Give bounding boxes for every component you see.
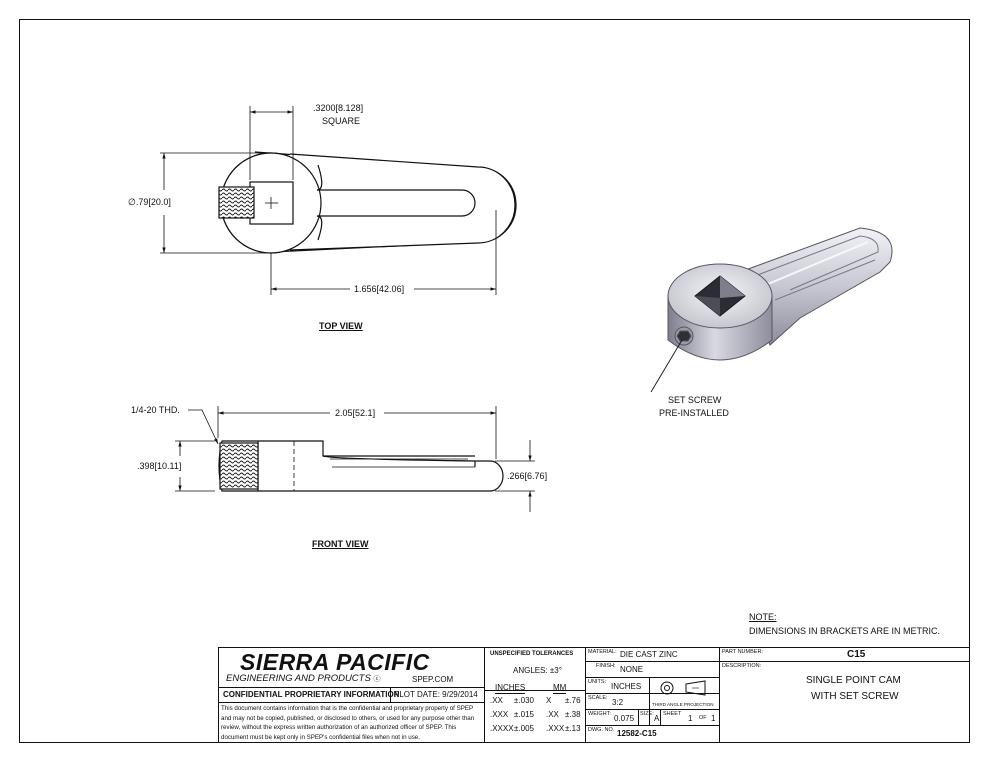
material-label: MATERIAL: [588, 649, 617, 655]
arm-height-dim-label: .266[6.76] [507, 471, 548, 481]
angles-tolerance: ANGLES: ±3° [513, 666, 562, 675]
part-number-label: PART NUMBER: [722, 649, 763, 655]
size-label: SIZE: [640, 711, 654, 717]
description-line-1: SINGLE POINT CAM [806, 675, 901, 686]
description-line-2: WITH SET SCREW [811, 691, 899, 702]
tolerance-cell-mm-tol: ±.13 [565, 724, 581, 733]
sheet-total-value: 1 [711, 714, 716, 723]
projection-label: THIRD ANGLE PROJECTION [652, 702, 714, 707]
tolerance-cell-mm-fmt: .XX [546, 710, 559, 719]
tolerance-cell-mm-fmt: X [546, 696, 552, 705]
company-website: SPEP.COM [412, 675, 454, 684]
company-subtitle: ENGINEERING AND PRODUCTS ⓒ [226, 673, 381, 684]
description-label: DESCRIPTION: [722, 663, 762, 669]
confidential-text: This document contains information that … [221, 705, 475, 741]
tolerance-cell-in-fmt: .XX [490, 696, 503, 705]
set-screw-leader [650, 339, 683, 393]
scale-value: 3:2 [612, 698, 624, 707]
front-view-outline [218, 440, 504, 492]
finish-value: NONE [620, 665, 644, 674]
dwg-no-value: 12582-C15 [617, 729, 657, 738]
diameter-dim-label: ∅.79[20.0] [128, 197, 171, 207]
weight-value: 0.075 [614, 714, 635, 723]
tolerances-title: UNSPECIFIED TOLERANCES [490, 651, 574, 657]
tolerance-cell-in-tol: ±.030 [514, 696, 534, 705]
set-screw-thread [218, 186, 255, 219]
top-view [218, 151, 517, 254]
tolerance-cell-mm-fmt: .XXX [546, 724, 565, 733]
square-label: SQUARE [322, 116, 361, 126]
set-screw-callout-2: PRE-INSTALLED [659, 408, 729, 418]
projection-circle-icon [660, 681, 674, 695]
of-label: OF [699, 715, 707, 721]
units-label: UNITS: [588, 679, 607, 685]
iso-arm [739, 227, 893, 346]
scale-label: SCALE: [588, 695, 608, 701]
weight-label: WEIGHT: [588, 711, 611, 717]
height-dim-label: .398[10.11] [137, 461, 182, 471]
top-view-title: TOP VIEW [319, 321, 363, 331]
inches-header: INCHES [495, 683, 526, 694]
tolerance-cell-in-tol: ±.015 [514, 710, 534, 719]
material-value: DIE CAST ZINC [620, 650, 678, 659]
tolerance-cell-in-fmt: .XXX [490, 710, 509, 719]
size-value: A [654, 714, 660, 723]
dwg-no-label: DWG. NO. [588, 727, 615, 733]
top-length-dim-label: 1.656[42.06] [354, 284, 405, 294]
mm-header: MM [553, 683, 567, 694]
overall-length-dim-label: 2.05[52.1] [335, 408, 376, 418]
set-screw-callout-1: SET SCREW [668, 395, 722, 405]
tolerance-cell-in-tol: ±.005 [514, 724, 534, 733]
thread-label: 1/4-20 THD. [131, 405, 180, 415]
company-name: SIERRA PACIFIC [240, 649, 430, 675]
sheet-label: SHEET [663, 711, 682, 717]
title-block [218, 647, 970, 743]
front-view-title: FRONT VIEW [312, 539, 369, 549]
square-dim-label: .3200[8.128] [313, 103, 364, 113]
tolerance-cell-in-fmt: .XXXX [490, 724, 514, 733]
tolerance-cell-mm-tol: ±.38 [565, 710, 581, 719]
units-value: INCHES [611, 682, 642, 691]
note-title: NOTE: [749, 612, 777, 622]
part-number-value: C15 [847, 649, 866, 660]
finish-label: FINISH: [596, 663, 616, 669]
arm-slot [317, 189, 476, 217]
tolerance-cell-mm-tol: ±.76 [565, 696, 581, 705]
front-view [218, 440, 504, 492]
isometric-view [667, 227, 893, 361]
sheet-value: 1 [688, 714, 693, 723]
front-thread [219, 442, 259, 490]
note-text: DIMENSIONS IN BRACKETS ARE IN METRIC. [749, 626, 941, 636]
confidential-title: CONFIDENTIAL PROPRIETARY INFORMATION [223, 690, 400, 699]
plot-date: PLOT DATE: 9/29/2014 [394, 690, 478, 699]
projection-cone-icon [685, 680, 706, 696]
